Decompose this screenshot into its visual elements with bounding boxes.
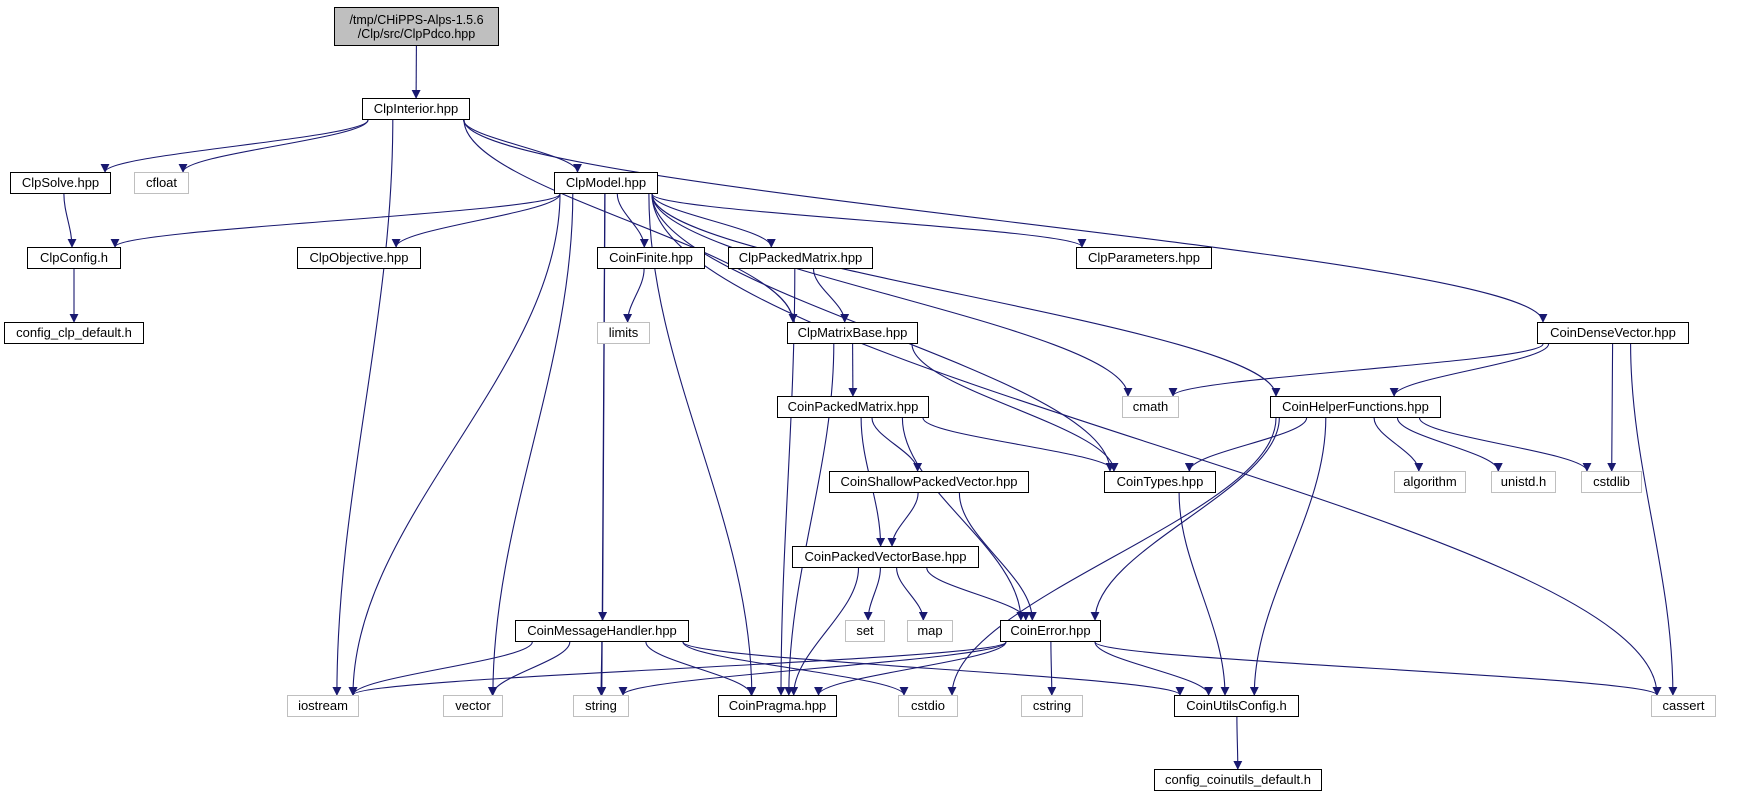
edge-CoinHelperFunctions-to-algorithm bbox=[1373, 417, 1424, 472]
node-vector: vector bbox=[443, 695, 503, 717]
edge-ClpPackedMatrix-to-ClpMatrixBase bbox=[812, 268, 850, 323]
edge-ClpSolve-to-ClpConfig bbox=[63, 193, 77, 248]
edge-CoinPackedVectorBase-to-CoinPragma bbox=[789, 567, 860, 696]
node-string: string bbox=[573, 695, 629, 717]
node-cstdio: cstdio bbox=[898, 695, 958, 717]
edge-CoinMessageHandler-to-CoinPragma bbox=[645, 641, 756, 696]
edge-CoinUtilsConfig-to-config_coinutils_default bbox=[1233, 716, 1243, 770]
node-cfloat: cfloat bbox=[134, 172, 189, 194]
edge-CoinMessageHandler-to-iostream bbox=[348, 641, 533, 696]
edge-CoinMessageHandler-to-CoinUtilsConfig bbox=[682, 641, 1185, 696]
node-CoinShallowPackedVector[interactable]: CoinShallowPackedVector.hpp bbox=[829, 471, 1029, 493]
node-config_coinutils_default[interactable]: config_coinutils_default.h bbox=[1154, 769, 1322, 791]
edge-CoinHelperFunctions-to-CoinError bbox=[1090, 417, 1280, 621]
edge-CoinError-to-cassert bbox=[1094, 641, 1662, 696]
node-CoinPackedVectorBase[interactable]: CoinPackedVectorBase.hpp bbox=[792, 546, 979, 568]
edge-ClpInterior-to-ClpMatrixBase bbox=[463, 119, 798, 323]
node-ClpConfig[interactable]: ClpConfig.h bbox=[27, 247, 121, 269]
edge-CoinPackedMatrix-to-CoinError bbox=[901, 417, 1026, 621]
edge-ClpModel-to-CoinHelperFunctions bbox=[651, 193, 1281, 397]
edge-CoinHelperFunctions-to-unistd bbox=[1396, 417, 1503, 472]
node-ClpObjective[interactable]: ClpObjective.hpp bbox=[297, 247, 421, 269]
node-CoinPragma[interactable]: CoinPragma.hpp bbox=[718, 695, 837, 717]
edge-ClpInterior-to-ClpSolve bbox=[100, 119, 369, 173]
node-CoinHelperFunctions[interactable]: CoinHelperFunctions.hpp bbox=[1270, 396, 1441, 418]
edge-ClpModel-to-ClpConfig bbox=[110, 193, 561, 248]
root-file-label-line2: /Clp/src/ClpPdco.hpp bbox=[357, 26, 476, 41]
edge-CoinHelperFunctions-to-cstdlib bbox=[1418, 417, 1592, 472]
node-algorithm: algorithm bbox=[1394, 471, 1466, 493]
edge-CoinMessageHandler-to-vector bbox=[487, 641, 571, 696]
node-root-file: /tmp/CHiPPS-Alps-1.5.6 /Clp/src/ClpPdco.… bbox=[334, 7, 499, 46]
node-CoinFinite[interactable]: CoinFinite.hpp bbox=[597, 247, 705, 269]
node-CoinDenseVector[interactable]: CoinDenseVector.hpp bbox=[1537, 322, 1689, 344]
node-cstdlib: cstdlib bbox=[1581, 471, 1642, 493]
edge-ClpModel-to-iostream bbox=[348, 193, 561, 696]
edge-ClpModel-to-cassert bbox=[651, 193, 1662, 696]
edge-CoinError-to-iostream bbox=[348, 641, 1007, 696]
edge-CoinHelperFunctions-to-cstdio bbox=[947, 417, 1277, 696]
edge-CoinHelperFunctions-to-CoinUtilsConfig bbox=[1249, 417, 1327, 696]
node-CoinError[interactable]: CoinError.hpp bbox=[1000, 620, 1101, 642]
edge-ClpMatrixBase-to-CoinPragma bbox=[784, 343, 835, 696]
node-set: set bbox=[845, 620, 885, 642]
node-CoinUtilsConfig[interactable]: CoinUtilsConfig.h bbox=[1174, 695, 1299, 717]
edge-ClpInterior-to-iostream bbox=[332, 119, 394, 696]
node-CoinPackedMatrix[interactable]: CoinPackedMatrix.hpp bbox=[777, 396, 929, 418]
edge-ClpInterior-to-cfloat bbox=[178, 119, 369, 173]
root-file-label-line1: /tmp/CHiPPS-Alps-1.5.6 bbox=[349, 12, 484, 27]
node-cmath: cmath bbox=[1122, 396, 1179, 418]
edge-ClpMatrixBase-to-CoinTypes bbox=[911, 343, 1119, 472]
edge-CoinError-to-string bbox=[618, 641, 1007, 696]
node-ClpInterior[interactable]: ClpInterior.hpp bbox=[362, 98, 470, 120]
edge-ClpModel-to-ClpObjective bbox=[391, 193, 561, 248]
edge-CoinPackedMatrix-to-CoinTypes bbox=[922, 417, 1119, 472]
edge-CoinPackedMatrix-to-CoinShallowPackedVector bbox=[871, 417, 923, 472]
edge-CoinError-to-cstring bbox=[1047, 641, 1057, 696]
edge-CoinFinite-to-limits bbox=[623, 268, 645, 323]
edge-CoinTypes-to-CoinUtilsConfig bbox=[1178, 492, 1230, 696]
edge-ClpModel-to-vector bbox=[488, 193, 574, 696]
edge-CoinMessageHandler-to-string bbox=[596, 641, 606, 696]
edge-CoinDenseVector-to-cassert bbox=[1630, 343, 1678, 696]
node-CoinMessageHandler[interactable]: CoinMessageHandler.hpp bbox=[515, 620, 689, 642]
node-ClpModel[interactable]: ClpModel.hpp bbox=[554, 172, 658, 194]
edge-CoinError-to-CoinUtilsConfig bbox=[1094, 641, 1214, 696]
edge-CoinDenseVector-to-cstdlib bbox=[1607, 343, 1617, 472]
node-ClpMatrixBase[interactable]: ClpMatrixBase.hpp bbox=[787, 322, 918, 344]
edge-CoinPackedVectorBase-to-set bbox=[863, 567, 881, 621]
node-cassert: cassert bbox=[1651, 695, 1716, 717]
edge-CoinShallowPackedVector-to-CoinError bbox=[958, 492, 1037, 621]
node-unistd: unistd.h bbox=[1491, 471, 1556, 493]
edge-ClpModel-to-CoinFinite bbox=[616, 193, 649, 248]
edge-ClpInterior-to-CoinDenseVector bbox=[463, 119, 1548, 323]
node-iostream: iostream bbox=[287, 695, 359, 717]
edge-CoinShallowPackedVector-to-CoinPackedVectorBase bbox=[887, 492, 919, 547]
node-config_clp_default[interactable]: config_clp_default.h bbox=[4, 322, 144, 344]
node-ClpSolve[interactable]: ClpSolve.hpp bbox=[10, 172, 111, 194]
node-ClpPackedMatrix[interactable]: ClpPackedMatrix.hpp bbox=[728, 247, 873, 269]
edge-ClpModel-to-ClpParameters bbox=[651, 193, 1087, 248]
node-ClpParameters[interactable]: ClpParameters.hpp bbox=[1076, 247, 1212, 269]
edge-CoinError-to-CoinPragma bbox=[814, 641, 1007, 696]
edge-CoinDenseVector-to-cmath bbox=[1168, 343, 1544, 397]
node-CoinTypes[interactable]: CoinTypes.hpp bbox=[1104, 471, 1216, 493]
node-limits: limits bbox=[597, 322, 650, 344]
edge-ClpModel-to-ClpPackedMatrix bbox=[651, 193, 776, 248]
dependency-edges bbox=[63, 45, 1678, 770]
node-map: map bbox=[907, 620, 953, 642]
edge-CoinHelperFunctions-to-CoinTypes bbox=[1184, 417, 1308, 472]
node-cstring: cstring bbox=[1021, 695, 1083, 717]
edge-ClpInterior-to-ClpModel bbox=[462, 119, 582, 173]
edge-CoinPackedVectorBase-to-map bbox=[896, 567, 928, 621]
edge-ClpModel-to-cmath bbox=[651, 193, 1133, 397]
edge-CoinMessageHandler-to-cstdio bbox=[682, 641, 909, 696]
edge-CoinDenseVector-to-CoinHelperFunctions bbox=[1389, 343, 1550, 397]
edge-CoinPackedVectorBase-to-CoinError bbox=[926, 567, 1031, 621]
